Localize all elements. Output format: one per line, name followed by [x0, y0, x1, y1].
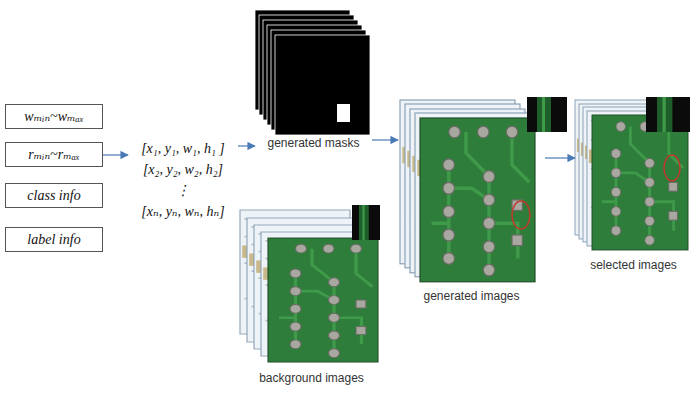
- coordinate-line: [x₁, y₁, w₁, h₁ ]: [141, 138, 225, 159]
- flow-arrow: [238, 145, 255, 146]
- image-stack: generated images: [398, 97, 545, 304]
- image-stack: selected images: [575, 97, 692, 273]
- box-label: rₘᵢₙ~rₘₐₓ: [28, 146, 80, 163]
- image-caption: generated masks: [265, 136, 361, 151]
- box-label: wₘᵢₙ~wₘₐₓ: [24, 108, 83, 125]
- image-caption: selected images: [588, 258, 679, 273]
- image-stack: background images: [238, 200, 385, 386]
- box-label: label info: [27, 232, 80, 248]
- parameter-box: rₘᵢₙ~rₘₐₓ: [5, 142, 103, 167]
- coordinate-line: ⋮: [176, 180, 190, 201]
- image-caption: generated images: [421, 289, 521, 304]
- box-label: class info: [27, 188, 80, 204]
- flow-arrow: [103, 154, 128, 155]
- image-caption: background images: [257, 371, 366, 386]
- image-stack: generated masks: [255, 8, 372, 151]
- coordinate-line: [xₙ, yₙ, wₙ, hₙ]: [141, 201, 224, 222]
- parameter-box: label info: [5, 227, 103, 252]
- parameter-box: wₘᵢₙ~wₘₐₓ: [5, 104, 103, 129]
- flow-arrow: [545, 157, 575, 158]
- flow-arrow: [372, 139, 398, 140]
- coordinate-line: [x₂, y₂, w₂, h₂]: [143, 159, 223, 180]
- parameter-box: class info: [5, 183, 103, 208]
- coordinate-list: [x₁, y₁, w₁, h₁ ][x₂, y₂, w₂, h₂]⋮[xₙ, y…: [128, 138, 238, 226]
